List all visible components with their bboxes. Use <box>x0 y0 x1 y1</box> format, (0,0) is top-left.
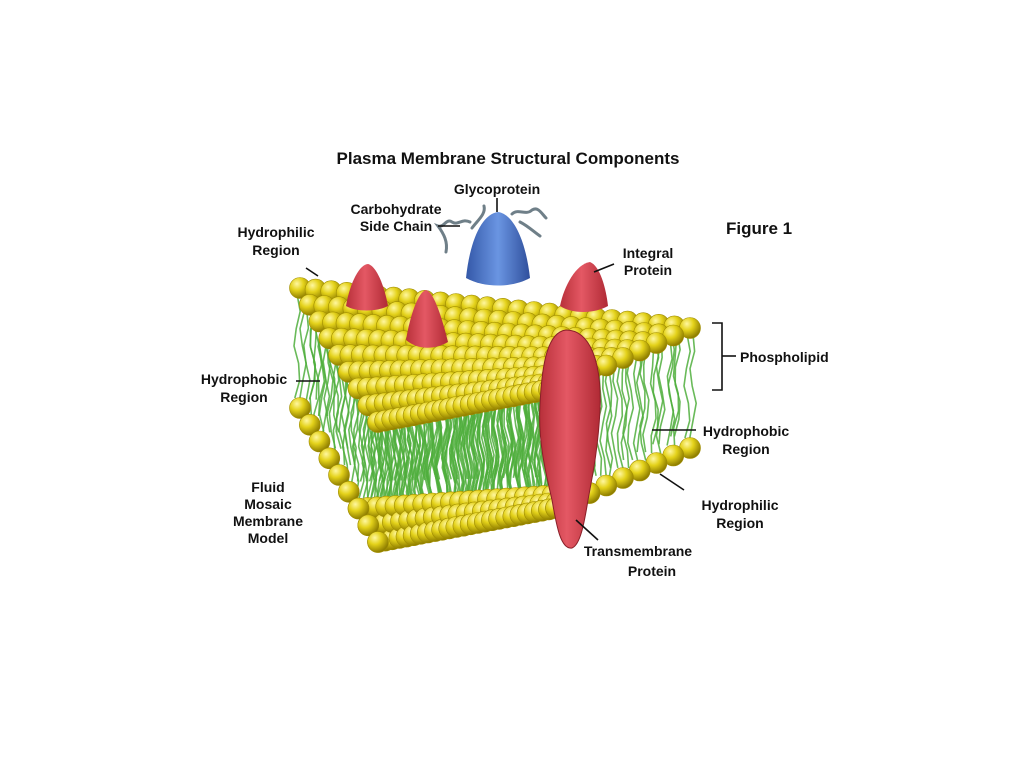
integral-protein-label-line2: Protein <box>624 262 672 278</box>
leader-lines <box>296 198 736 541</box>
integral-protein-right <box>560 262 608 312</box>
page-title: Plasma Membrane Structural Components <box>337 149 680 168</box>
fatty-acid-tail <box>642 347 650 453</box>
figure-label: Figure 1 <box>726 219 792 238</box>
fatty-acid-tail <box>302 310 311 415</box>
fluid-mosaic-label-line1: Fluid <box>251 479 284 495</box>
glycoprotein-label: Glycoprotein <box>454 181 540 197</box>
fatty-acid-tail <box>639 356 647 461</box>
fatty-acid-tail <box>649 348 657 454</box>
fatty-acid-tail <box>622 363 631 469</box>
fatty-acid-tail <box>312 327 320 432</box>
fatty-acid-tail <box>666 341 675 446</box>
fatty-acid-tail <box>521 399 529 504</box>
fatty-acid-tail <box>481 397 490 502</box>
fatty-acid-tail <box>616 363 624 469</box>
hydrophilic-top-label-line2: Region <box>252 242 299 258</box>
fluid-mosaic-label-line2: Mosaic <box>244 496 292 512</box>
phospholipid-head <box>298 413 321 436</box>
hydrophobic-left-label-line2: Region <box>220 389 267 405</box>
integral-protein-label-line1: Integral <box>623 245 674 261</box>
phospholipid-head <box>367 531 389 553</box>
transmembrane-protein-label-line1: Transmembrane <box>584 543 692 559</box>
phospholipid-head <box>337 480 360 503</box>
fatty-acid-tail <box>341 377 350 482</box>
carbohydrate-chains <box>433 204 548 254</box>
hydrophilic-bottom-label-line2: Region <box>716 515 763 531</box>
fatty-acid-tail <box>513 400 522 505</box>
integral-protein-center <box>406 290 448 348</box>
phospholipid-label: Phospholipid <box>740 349 829 365</box>
fatty-acid-tail <box>322 344 331 449</box>
fatty-acid-tail <box>604 363 613 469</box>
phospholipid-head <box>347 497 370 520</box>
fatty-acid-tail <box>683 333 692 439</box>
fatty-acid-tail <box>328 344 337 449</box>
carbohydrate-label-line2: Side Chain <box>360 218 432 234</box>
fatty-acid-tail <box>689 333 698 439</box>
lower-phospholipid-layer <box>289 397 701 553</box>
fatty-acid-tail <box>332 360 340 466</box>
fatty-acid-tail <box>626 355 635 461</box>
hydrophilic-bottom-label-line1: Hydrophilic <box>701 497 778 513</box>
fatty-acid-tail <box>599 371 608 476</box>
fluid-mosaic-label-line3: Membrane <box>233 513 303 529</box>
fatty-acid-tail <box>632 356 641 461</box>
fatty-acid-tail <box>610 363 619 469</box>
hydrophobic-right-label-line1: Hydrophobic <box>703 423 790 439</box>
fatty-acid-tail <box>351 394 360 499</box>
transmembrane-protein-label-line2: Protein <box>628 563 676 579</box>
fatty-acid-tail <box>605 371 614 476</box>
hydrophobic-left-label-line1: Hydrophobic <box>201 371 288 387</box>
integral-protein-left <box>346 264 388 311</box>
fatty-acid-tail <box>527 397 536 503</box>
phospholipid-head <box>318 447 341 470</box>
phospholipid-head <box>289 397 311 419</box>
fatty-acid-tail <box>531 391 539 496</box>
carbohydrate-label-line1: Carbohydrate <box>350 201 441 217</box>
hydrophilic-top-label-line1: Hydrophilic <box>237 224 314 240</box>
fatty-acid-tail <box>655 348 664 454</box>
fatty-acid-tail <box>473 398 482 503</box>
fluid-mosaic-label-line4: Model <box>248 530 288 546</box>
hydrophobic-right-label-line2: Region <box>722 441 769 457</box>
phospholipid-head <box>328 464 350 486</box>
glycoprotein-shape <box>466 212 530 286</box>
fatty-acid-tail <box>672 341 680 446</box>
fatty-acid-tail <box>293 293 302 399</box>
fatty-acid-tail <box>657 340 666 445</box>
transmembrane-protein-shape <box>539 329 601 549</box>
phospholipid-head <box>357 514 380 537</box>
phospholipid-head <box>308 430 331 453</box>
